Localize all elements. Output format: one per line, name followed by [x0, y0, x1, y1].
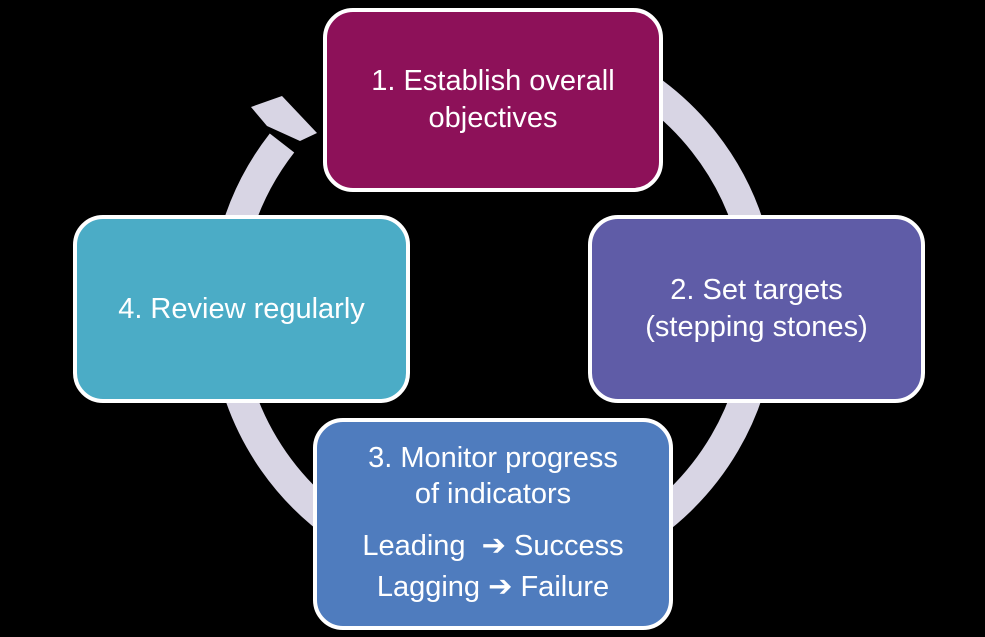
lagging-failure-line: Lagging ➔ Failure	[376, 571, 610, 604]
cycle-step-establish-objectives: 1. Establish overall objectives	[323, 8, 663, 192]
step-4-label-line: 4. Review regularly	[118, 292, 365, 325]
leading-success-line: Leading ➔ Success	[362, 530, 624, 563]
cycle-step-review-regularly: 4. Review regularly	[73, 215, 410, 403]
step-3-indicator-lines: Leading ➔ Success Lagging ➔ Failure	[362, 526, 623, 608]
step-3-label-line: of indicators	[414, 478, 572, 511]
cycle-step-set-targets: 2. Set targets (stepping stones)	[588, 215, 925, 403]
step-2-label-line: (stepping stones)	[645, 311, 868, 343]
step-1-label-line: 1. Establish overall	[371, 65, 615, 98]
cycle-arrowhead-icon	[251, 96, 317, 141]
step-3-label-line: 3. Monitor progress	[368, 441, 618, 474]
step-2-label-line: 2. Set targets	[670, 274, 843, 307]
step-3-title: 3. Monitor progress of indicators	[368, 440, 618, 514]
step-1-label-line: objectives	[428, 102, 558, 134]
cycle-step-monitor-progress: 3. Monitor progress of indicators Leadin…	[313, 418, 673, 630]
